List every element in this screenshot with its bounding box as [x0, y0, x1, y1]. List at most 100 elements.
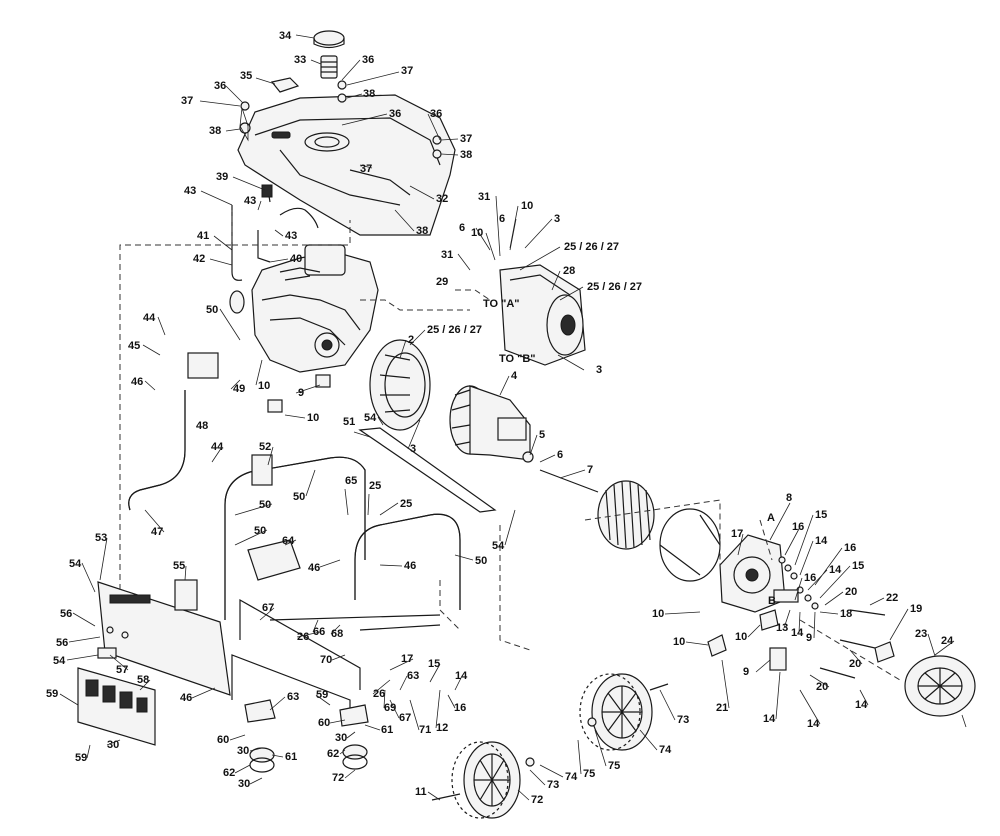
part-callout: 36 — [214, 80, 226, 92]
part-callout: 37 — [360, 163, 372, 175]
alternator-fan — [369, 339, 431, 431]
part-callout: 72 — [531, 794, 543, 806]
reference-b: B — [768, 595, 776, 607]
part-callout: 54 — [492, 540, 505, 552]
part-callout: 14 — [763, 713, 776, 725]
part-callout: 38 — [209, 125, 221, 137]
part-callout: 43 — [285, 230, 297, 242]
part-callout: 6 — [459, 222, 465, 234]
stator — [597, 480, 655, 550]
part-callout: 63 — [287, 691, 299, 703]
part-callout: 74 — [565, 771, 578, 783]
part-callout: 36 — [389, 108, 401, 120]
part-callout: 38 — [363, 88, 375, 100]
part-callout: 37 — [181, 95, 193, 107]
part-callout: 60 — [217, 734, 229, 746]
part-callout: 47 — [151, 526, 163, 538]
part-callout: 3 — [596, 364, 602, 376]
part-callout: 61 — [285, 751, 297, 763]
part-callout: 55 — [173, 560, 185, 572]
part-callout: 16 — [792, 521, 804, 533]
part-callout: 10 — [307, 412, 319, 424]
part-callout: 10 — [258, 380, 270, 392]
part-callout: 38 — [416, 225, 428, 237]
part-callout: 44 — [211, 441, 224, 453]
frame — [224, 427, 497, 720]
part-callout: 14 — [815, 535, 828, 547]
part-callout: 22 — [886, 592, 898, 604]
part-callout: 51 — [343, 416, 355, 428]
part-callout: 75 — [583, 768, 595, 780]
part-callout: 30 — [237, 745, 249, 757]
part-callout: 25 — [369, 480, 381, 492]
part-callout: 26 — [373, 688, 385, 700]
part-callout: 59 — [46, 688, 58, 700]
part-callout: 57 — [116, 664, 128, 676]
reference-a: A — [767, 512, 775, 524]
rotor-bolt — [539, 469, 599, 493]
adapter-housing — [499, 264, 586, 366]
part-callout: 5 — [539, 429, 545, 441]
part-callout: 9 — [298, 387, 304, 399]
part-callout: 46 — [131, 376, 143, 388]
part-callout: 45 — [128, 340, 140, 352]
part-callout: 62 — [327, 748, 339, 760]
part-callout: 54 — [69, 558, 82, 570]
part-callout: 28 — [563, 265, 575, 277]
control-panel — [77, 581, 231, 746]
part-callout: 44 — [143, 312, 156, 324]
part-callout: 26 — [297, 631, 309, 643]
part-callout: 43 — [244, 195, 256, 207]
panel-components — [97, 454, 273, 659]
part-callout: 65 — [345, 475, 357, 487]
through-bolts — [819, 609, 886, 679]
part-callout: 8 — [786, 492, 792, 504]
part-callout: 14 — [855, 699, 868, 711]
part-callout: 15 — [852, 560, 864, 572]
leader-lines — [59, 34, 967, 801]
part-callout: 14 — [807, 718, 820, 730]
part-callout: 46 — [308, 562, 320, 574]
part-callout: 68 — [331, 628, 343, 640]
part-callout: 73 — [677, 714, 689, 726]
part-callout: 35 — [240, 70, 252, 82]
part-callout: 18 — [840, 608, 852, 620]
part-callout: 75 — [608, 760, 620, 772]
part-callout: 72 — [332, 772, 344, 784]
part-callout: 4 — [511, 370, 518, 382]
part-callout: 59 — [316, 689, 328, 701]
part-callout: 59 — [75, 752, 87, 764]
fuel-gauge — [270, 77, 300, 93]
part-callout: 43 — [184, 185, 196, 197]
part-callout: 7 — [587, 464, 593, 476]
part-callout: 6 — [499, 213, 505, 225]
wheel-front — [579, 673, 653, 751]
part-callout: 20 — [849, 658, 861, 670]
fuel-filter-strainer — [320, 55, 338, 79]
battery-box — [247, 539, 301, 581]
part-callout: 50 — [206, 304, 218, 316]
part-callout: 30 — [335, 732, 347, 744]
part-callout: 36 — [362, 54, 374, 66]
part-callout: 71 — [419, 724, 431, 736]
part-callout: 10 — [673, 636, 685, 648]
part-callout: 10 — [471, 227, 483, 239]
part-callout: 54 — [53, 655, 66, 667]
part-callout: 50 — [259, 499, 271, 511]
part-callout: 38 — [460, 149, 472, 161]
part-callout: 52 — [259, 441, 271, 453]
part-callout: 20 — [816, 681, 828, 693]
tank-mount-hardware — [239, 80, 442, 159]
part-callout: 50 — [293, 491, 305, 503]
part-callout: 37 — [401, 65, 413, 77]
part-callout: 24 — [941, 635, 954, 647]
wheel-rear — [451, 741, 521, 819]
part-callout: 21 — [716, 702, 728, 714]
part-callout: 70 — [320, 654, 332, 666]
part-callout: 53 — [95, 532, 107, 544]
axle-bolts — [431, 683, 669, 801]
part-callout: 10 — [652, 608, 664, 620]
fuel-tank — [237, 94, 456, 236]
vibration-mounts — [244, 699, 369, 773]
part-callout: 25 / 26 / 27 — [587, 281, 642, 293]
